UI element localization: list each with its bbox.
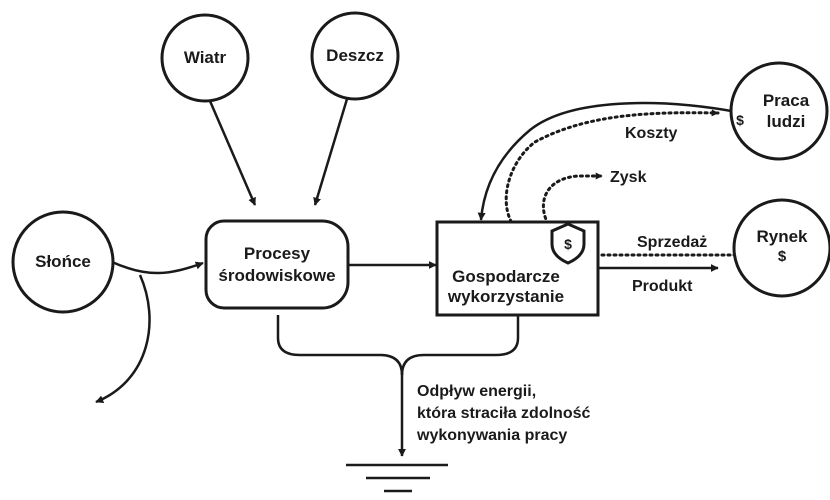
koszty-flow-arrow bbox=[477, 101, 738, 221]
praca-node: Praca ludzi $ bbox=[729, 61, 829, 161]
zysk-money-arrow bbox=[542, 172, 604, 226]
slonce-flow-arrow bbox=[111, 260, 204, 275]
procesy-label-line2: środowiskowe bbox=[218, 266, 335, 285]
procesy-node: Procesy środowiskowe bbox=[204, 219, 350, 310]
gospodarcze-label-line2: wykorzystanie bbox=[447, 287, 564, 306]
gospodarcze-drain-line bbox=[400, 315, 520, 376]
zysk-label: Zysk bbox=[610, 169, 647, 186]
slonce-reflected-arrow bbox=[95, 274, 151, 404]
sink-text-line1: Odpływ energii, bbox=[417, 383, 536, 400]
slonce-label: Słońce bbox=[35, 252, 91, 271]
wiatr-label: Wiatr bbox=[184, 48, 227, 67]
praca-label-line1: Praca bbox=[763, 91, 810, 110]
slonce-node: Słońce bbox=[11, 210, 115, 314]
gospodarcze-label-line1: Gospodarcze bbox=[452, 267, 560, 286]
koszty-label: Koszty bbox=[625, 125, 678, 142]
deszcz-node: Deszcz bbox=[310, 11, 400, 101]
sink-text-line3: wykonywania pracy bbox=[416, 427, 567, 444]
rynek-label: Rynek bbox=[756, 227, 808, 246]
gospodarcze-dollar-symbol: $ bbox=[564, 236, 572, 252]
sink-text-line2: która straciła zdolność bbox=[417, 405, 590, 422]
deszcz-label: Deszcz bbox=[326, 46, 384, 65]
rynek-dollar-symbol: $ bbox=[778, 248, 787, 265]
wiatr-node: Wiatr bbox=[160, 13, 250, 103]
rynek-node: Rynek $ bbox=[732, 198, 830, 298]
praca-label-line2: ludzi bbox=[767, 112, 806, 131]
ground-icon bbox=[346, 463, 448, 493]
shield-dollar-icon: $ bbox=[550, 222, 586, 265]
sprzedaz-label: Sprzedaż bbox=[637, 234, 707, 251]
praca-dollar-symbol: $ bbox=[736, 112, 744, 128]
procesy-label-line1: Procesy bbox=[244, 244, 311, 263]
procesy-drain-line bbox=[276, 315, 404, 376]
wiatr-flow-arrow bbox=[208, 100, 257, 206]
produkt-label: Produkt bbox=[632, 278, 693, 295]
deszcz-flow-arrow bbox=[313, 98, 349, 206]
